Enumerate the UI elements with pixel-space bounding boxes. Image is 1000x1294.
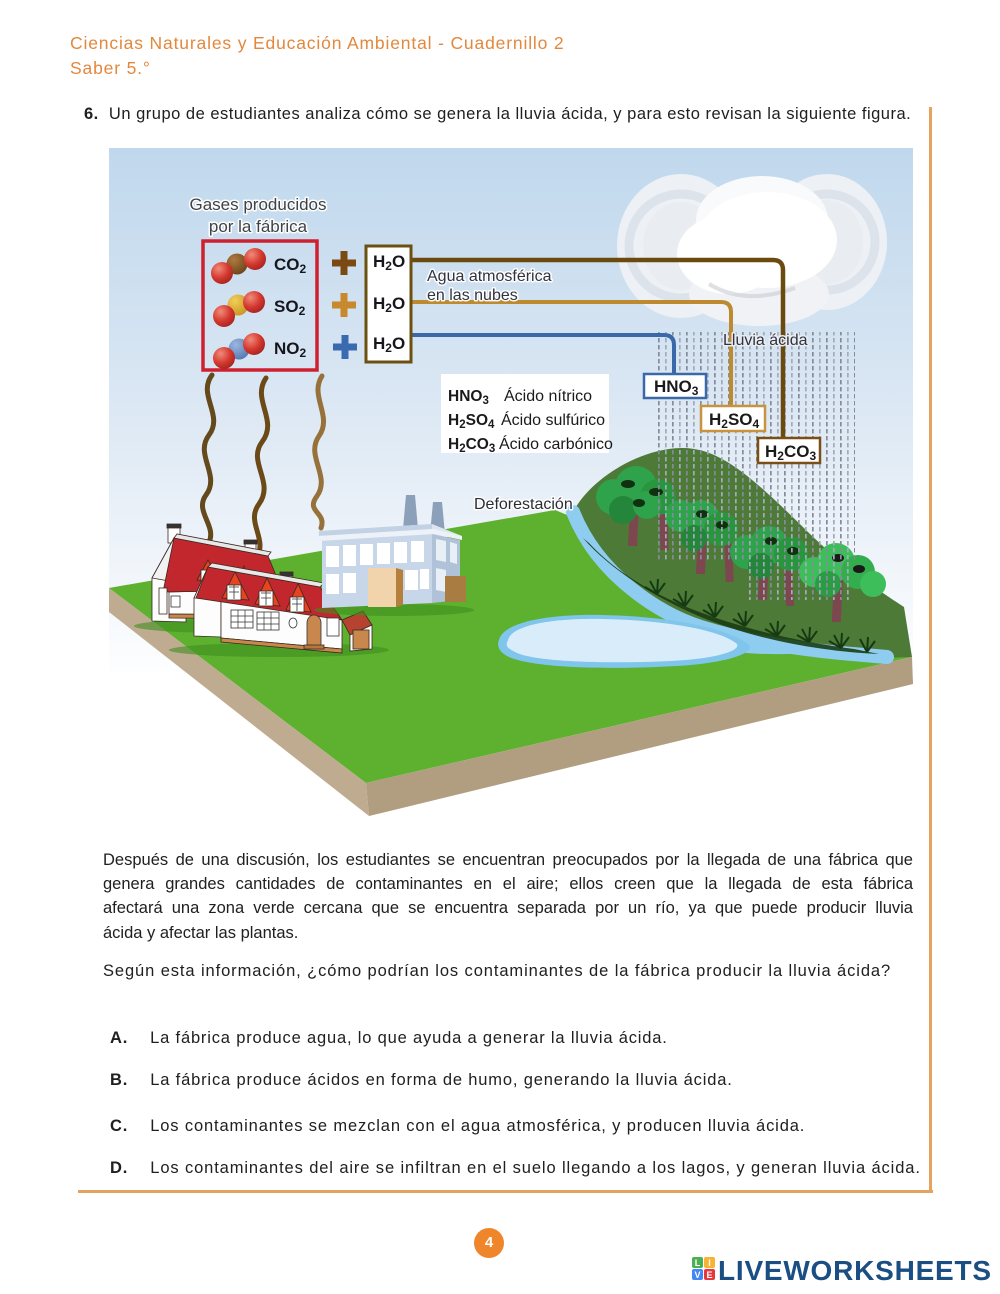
svg-text:SO2: SO2	[274, 297, 306, 318]
svg-text:H2O: H2O	[373, 334, 405, 355]
svg-text:Deforestación: Deforestación	[474, 496, 573, 513]
svg-text:L: L	[695, 1258, 701, 1268]
svg-text:por la fábrica: por la fábrica	[209, 217, 308, 236]
svg-text:Agua atmosférica: Agua atmosférica	[427, 268, 552, 285]
svg-text:HNO3: HNO3	[448, 388, 489, 407]
svg-text:E: E	[706, 1270, 712, 1280]
svg-text:H2O: H2O	[373, 294, 405, 315]
svg-text:en las nubes: en las nubes	[427, 287, 518, 304]
svg-text:H2O: H2O	[373, 252, 405, 273]
svg-text:H2CO3: H2CO3	[448, 436, 495, 455]
svg-text:Ácido sulfúrico: Ácido sulfúrico	[501, 410, 605, 429]
svg-text:NO2: NO2	[274, 339, 307, 360]
svg-text:HNO3: HNO3	[654, 377, 699, 398]
svg-text:H2CO3: H2CO3	[765, 442, 816, 463]
svg-text:H2SO4: H2SO4	[709, 410, 760, 431]
svg-text:H2SO4: H2SO4	[448, 412, 495, 431]
svg-text:Ácido carbónico: Ácido carbónico	[499, 434, 613, 453]
svg-text:Lluvia ácida: Lluvia ácida	[723, 332, 808, 349]
svg-text:CO2: CO2	[274, 255, 307, 276]
svg-text:Ácido nítrico: Ácido nítrico	[504, 386, 592, 405]
svg-text:Gases producidos: Gases producidos	[189, 195, 326, 214]
svg-text:V: V	[694, 1270, 700, 1280]
svg-text:I: I	[708, 1258, 711, 1268]
